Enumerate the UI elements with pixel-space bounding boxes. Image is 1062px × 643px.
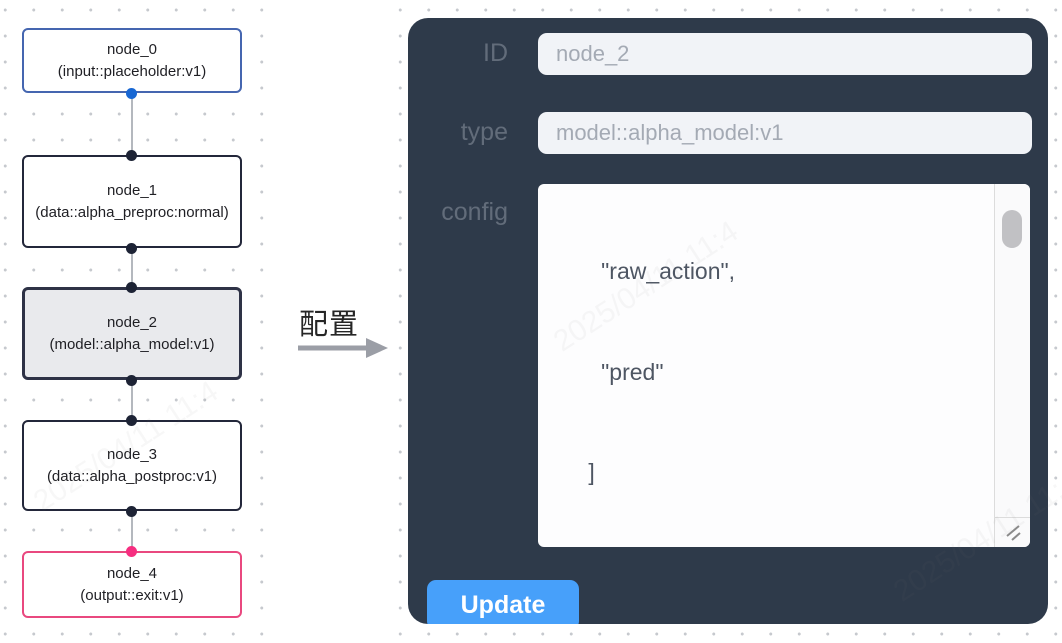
- id-field-input[interactable]: [538, 33, 1032, 75]
- node-subtitle: (data::alpha_preproc:normal): [35, 203, 229, 221]
- port-node3-output[interactable]: [126, 506, 137, 517]
- port-node2-output[interactable]: [126, 375, 137, 386]
- config-textarea[interactable]: "raw_action", "pred" ] }, "trace": { "sc…: [538, 184, 1030, 547]
- node-title: node_1: [106, 181, 158, 199]
- edge-node1-node2: [131, 248, 133, 287]
- edge-node3-node4: [131, 511, 133, 551]
- node-subtitle: (input::placeholder:v1): [57, 62, 207, 80]
- update-button[interactable]: Update: [427, 580, 579, 624]
- config-resize-handle[interactable]: [994, 517, 1030, 547]
- flow-node-node_2[interactable]: node_2 (model::alpha_model:v1): [22, 287, 242, 380]
- configure-annotation-label: 配置: [299, 309, 360, 341]
- node-subtitle: (model::alpha_model:v1): [49, 335, 215, 353]
- id-field-label: ID: [483, 39, 508, 67]
- flow-node-node_0[interactable]: node_0 (input::placeholder:v1): [22, 28, 242, 93]
- flow-node-node_4[interactable]: node_4 (output::exit:v1): [22, 551, 242, 618]
- flow-node-node_3[interactable]: node_3 (data::alpha_postproc:v1): [22, 420, 242, 511]
- node-subtitle: (output::exit:v1): [80, 586, 184, 604]
- port-node1-output[interactable]: [126, 243, 137, 254]
- port-node2-input[interactable]: [126, 282, 137, 293]
- config-scrollbar-thumb[interactable]: [1002, 210, 1022, 248]
- flow-node-node_1[interactable]: node_1 (data::alpha_preproc:normal): [22, 155, 242, 248]
- edge-node0-node1: [131, 93, 133, 155]
- node-config-panel: ID type config "raw_action", "pred" ] },…: [408, 18, 1048, 624]
- config-json-text: "raw_action", "pred" ] }, "trace": { "sc…: [550, 258, 736, 485]
- port-node4-input[interactable]: [126, 546, 137, 557]
- port-node0-output[interactable]: [126, 88, 137, 99]
- resize-grip-icon: [1005, 524, 1021, 541]
- node-title: node_0: [106, 40, 158, 58]
- edge-node2-node3: [131, 380, 133, 420]
- type-field-label: type: [460, 118, 508, 146]
- node-title: node_3: [106, 445, 158, 463]
- config-scrollbar-track[interactable]: [994, 184, 1030, 517]
- config-field-label: config: [441, 198, 508, 226]
- node-title: node_4: [106, 564, 158, 582]
- editor-canvas-right[interactable]: ID type config "raw_action", "pred" ] },…: [395, 0, 1062, 643]
- node-title: node_2: [106, 313, 158, 331]
- port-node3-input[interactable]: [126, 415, 137, 426]
- flow-canvas[interactable]: node_0 (input::placeholder:v1) node_1 (d…: [0, 0, 282, 643]
- type-field-input[interactable]: [538, 112, 1032, 154]
- node-subtitle: (data::alpha_postproc:v1): [46, 467, 218, 485]
- right-arrow-icon: [298, 338, 388, 358]
- port-node1-input[interactable]: [126, 150, 137, 161]
